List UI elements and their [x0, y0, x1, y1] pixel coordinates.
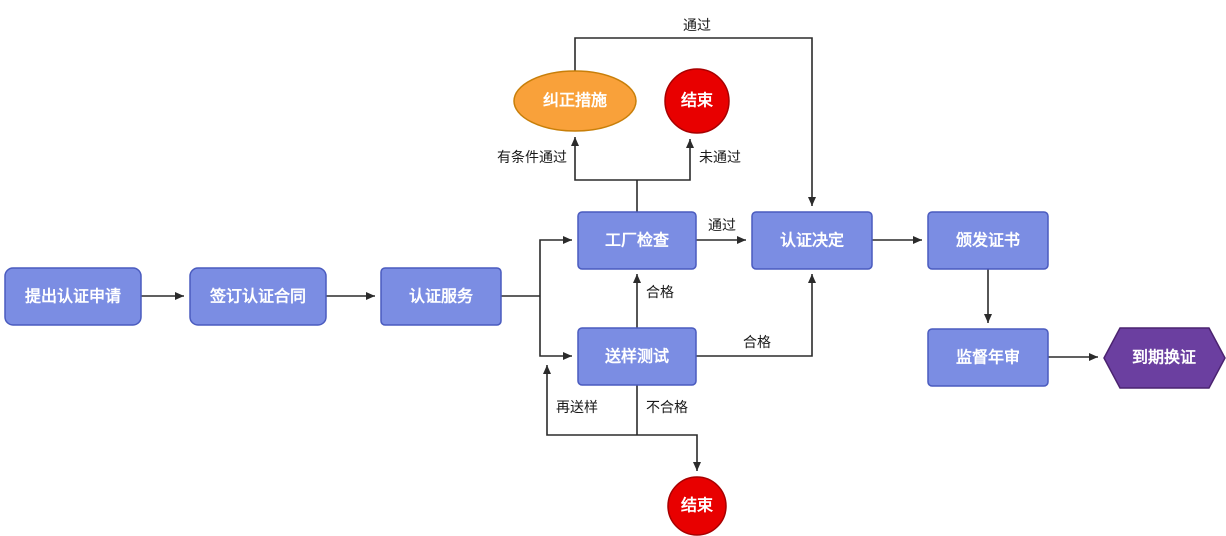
node-contract-label: 签订认证合同 [209, 287, 306, 306]
node-apply: 提出认证申请 [4, 267, 142, 326]
edge-corrective-decision [574, 37, 816, 206]
node-end-bottom-label: 结束 [680, 496, 714, 515]
node-corrective-shape [513, 70, 637, 132]
node-contract: 签订认证合同 [189, 267, 327, 326]
edge-service-testing [539, 296, 572, 360]
node-inspection-label: 工厂检查 [605, 231, 669, 250]
node-inspection: 工厂检查 [577, 211, 697, 270]
node-service: 认证服务 [380, 267, 502, 326]
node-annual-review: 监督年审 [927, 328, 1049, 387]
node-corrective: 纠正措施 [513, 70, 637, 132]
node-testing: 送样测试 [577, 327, 697, 386]
edge-label-conditional-pass: 有条件通过 [497, 149, 567, 165]
node-apply-shape [4, 267, 142, 326]
edge-resend-loop [543, 365, 637, 436]
node-testing-shape [577, 327, 697, 386]
node-certificate: 颁发证书 [927, 211, 1049, 270]
edge-labels: 通过 有条件通过 未通过 合格 通过 合格 再送样 不合格 [497, 17, 771, 415]
node-renewal: 到期换证 [1103, 327, 1226, 389]
edge-label-test-qualified-up: 合格 [646, 284, 674, 300]
node-service-shape [380, 267, 502, 326]
edge-label-test-qualified-right: 合格 [743, 334, 771, 350]
node-contract-shape [189, 267, 327, 326]
edge-inspection-corrective [571, 137, 637, 181]
node-end-bottom-shape [667, 476, 727, 536]
edge-label-inspection-pass: 通过 [708, 217, 736, 233]
node-end-top-shape [664, 68, 730, 134]
node-apply-label: 提出认证申请 [25, 287, 121, 306]
edge-service-inspection [539, 236, 572, 296]
edge-inspection-endtop [637, 139, 694, 181]
edge-label-corrective-pass: 通过 [683, 17, 711, 33]
edge-label-unqualified: 不合格 [646, 399, 688, 415]
node-end-top: 结束 [664, 68, 730, 134]
edge-testing-endbottom [637, 434, 701, 471]
node-renewal-shape [1103, 327, 1226, 389]
node-inspection-shape [577, 211, 697, 270]
node-end-bottom: 结束 [667, 476, 727, 536]
edge-label-not-pass: 未通过 [699, 149, 741, 165]
node-renewal-label: 到期换证 [1132, 348, 1196, 367]
node-end-top-label: 结束 [680, 91, 714, 110]
node-decision-shape [751, 211, 873, 270]
node-decision-label: 认证决定 [780, 231, 844, 250]
edges [141, 37, 1098, 471]
node-certificate-shape [927, 211, 1049, 270]
node-service-label: 认证服务 [409, 287, 474, 306]
node-testing-label: 送样测试 [604, 347, 669, 366]
nodes: 提出认证申请 签订认证合同 认证服务 工厂检查 送样测试 纠正措施 [4, 68, 1226, 536]
node-annual-review-shape [927, 328, 1049, 387]
edge-testing-decision [696, 274, 816, 357]
node-annual-review-label: 监督年审 [956, 348, 1020, 367]
node-corrective-label: 纠正措施 [543, 91, 607, 110]
node-decision: 认证决定 [751, 211, 873, 270]
node-certificate-label: 颁发证书 [956, 231, 1020, 250]
edge-label-resend-sample: 再送样 [556, 399, 598, 415]
